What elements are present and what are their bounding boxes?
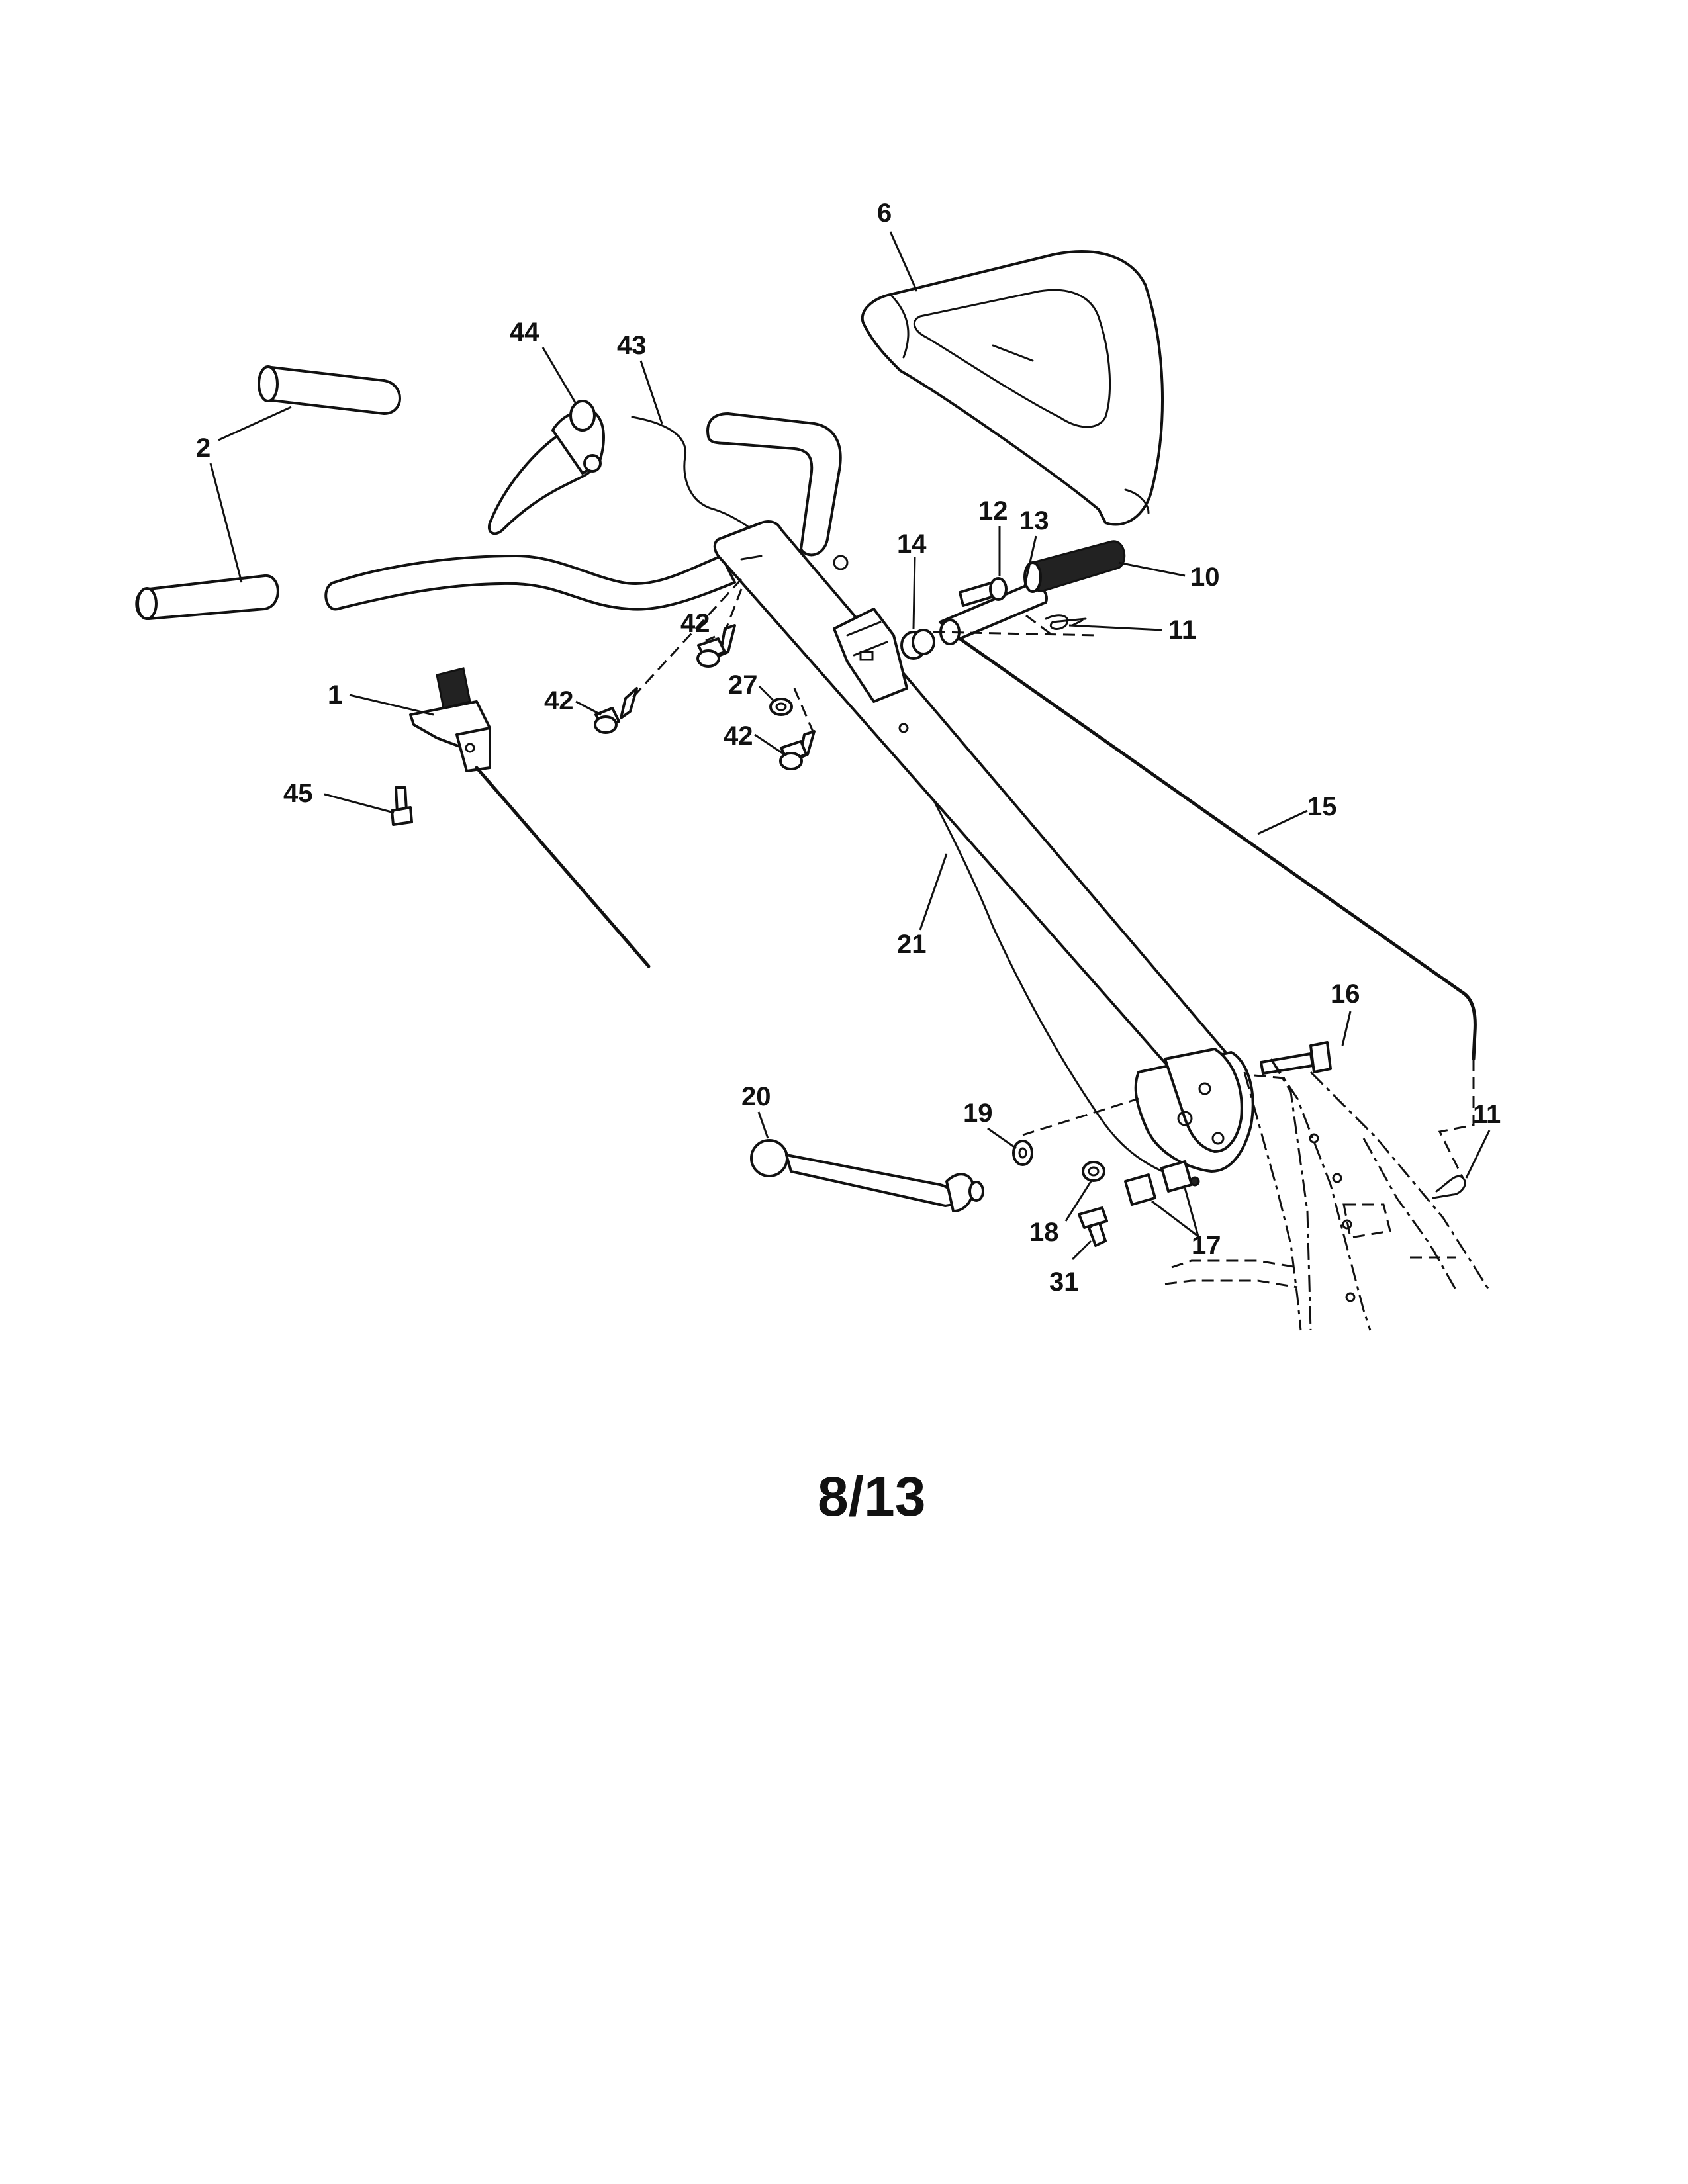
hairpin-clip-upper: [1045, 614, 1087, 630]
knob-grip: [1023, 540, 1126, 593]
callout-43: 43: [617, 331, 647, 360]
spacer-blocks-17: [1124, 1160, 1193, 1206]
nut-18: [1082, 1161, 1105, 1182]
callout-42-left: 42: [544, 686, 574, 715]
page-number: 8/13: [818, 1465, 926, 1527]
console-cover: [861, 250, 1164, 526]
tiller-frame-outline: [1164, 1058, 1491, 1331]
callout-10: 10: [1190, 563, 1220, 592]
screw-45: [391, 786, 413, 826]
handle-upper-loop: [706, 412, 842, 557]
tube-bracket: [833, 608, 908, 703]
callout-11-upper: 11: [1168, 615, 1196, 645]
callout-13: 13: [1019, 506, 1049, 535]
lever-bracket: [409, 667, 491, 772]
shift-rod: [958, 637, 1477, 1061]
callout-11-lower: 11: [1473, 1100, 1501, 1129]
callout-42-upper: 42: [680, 609, 710, 638]
bolt-16: [1260, 1041, 1332, 1075]
callout-labels: 6 44 43 2 12 13 14 10 11 42 1 42 27 42 4…: [196, 199, 1501, 1297]
callout-14: 14: [897, 529, 927, 559]
lever-rod: [475, 766, 651, 968]
callout-12: 12: [978, 496, 1008, 525]
callout-27: 27: [728, 670, 758, 700]
handle-tube: [713, 520, 1254, 1173]
pivot-bolt: [959, 577, 1008, 607]
callout-17: 17: [1192, 1231, 1221, 1260]
callout-20: 20: [741, 1082, 771, 1111]
callout-21: 21: [897, 930, 927, 959]
callout-19: 19: [963, 1099, 993, 1128]
shift-lever: [750, 1139, 984, 1212]
callout-45: 45: [283, 779, 313, 808]
alignment-lines: [628, 578, 1475, 1179]
hand-grip-upper: [258, 365, 401, 415]
callout-18: 18: [1029, 1218, 1059, 1247]
callout-16: 16: [1331, 979, 1360, 1009]
bolt-31: [1078, 1206, 1108, 1247]
washer-19: [1012, 1140, 1033, 1166]
leader-lines: [209, 231, 1491, 1261]
screw-42-upper: [696, 624, 736, 668]
callout-42-lower: 42: [724, 721, 753, 751]
screw-42-lower: [779, 730, 816, 770]
callout-44: 44: [510, 318, 539, 347]
callout-2: 2: [196, 433, 211, 463]
callout-15: 15: [1307, 792, 1337, 821]
screw-42-left: [594, 687, 638, 734]
callout-31: 31: [1049, 1267, 1079, 1297]
callout-1: 1: [328, 680, 342, 709]
clutch-lever: [487, 400, 605, 535]
hand-grip-lower: [135, 574, 279, 620]
nut-27: [769, 698, 793, 716]
handle-crossbar: [324, 555, 736, 611]
callout-6: 6: [877, 199, 892, 228]
hairpin-clip-lower: [1432, 1175, 1466, 1199]
spacer: [900, 629, 935, 660]
